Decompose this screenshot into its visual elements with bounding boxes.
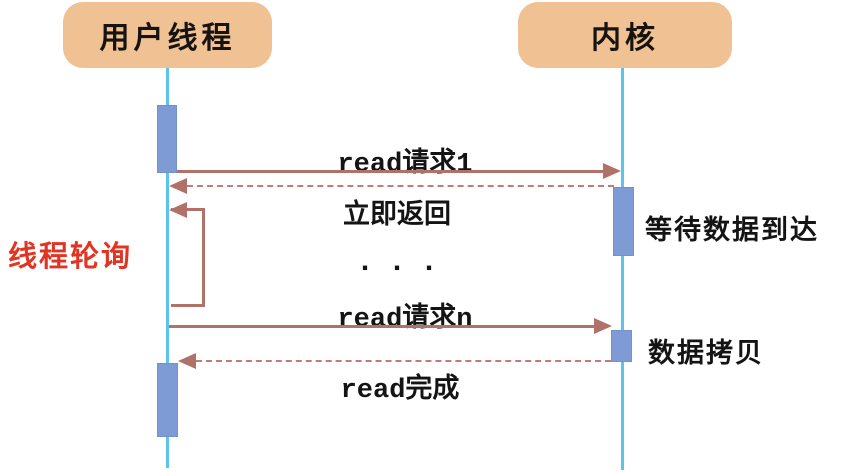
activation-kernel-wait (613, 187, 634, 256)
message-label-ellipsis: ... (356, 246, 453, 280)
activation-user-request (157, 105, 177, 173)
message-line-immediate-return (187, 185, 614, 187)
annotation-data-copy: 数据拷贝 (648, 338, 764, 368)
annotation-thread-polling: 线程轮询 (8, 241, 133, 273)
arrowhead-left-icon (178, 353, 196, 369)
activation-user-complete (157, 363, 178, 437)
lifeline-user-thread (166, 66, 169, 468)
message-line-read-request-n (169, 325, 595, 328)
message-line-read-request-1 (177, 170, 604, 173)
annotation-wait-data-arrival: 等待数据到达 (645, 215, 819, 245)
message-line-read-complete (196, 360, 611, 362)
actor-kernel-label: 内核 (591, 22, 659, 55)
arrowhead-left-icon (169, 178, 187, 194)
message-label-read-complete: read完成 (340, 376, 460, 406)
arrowhead-left-icon (169, 202, 187, 218)
message-label-read-request-n: read请求n (337, 305, 473, 335)
activation-kernel-copy (611, 330, 632, 362)
lifeline-kernel (621, 66, 624, 470)
actor-kernel: 内核 (518, 2, 732, 68)
polling-loop-bracket (171, 208, 205, 307)
actor-user-thread-label: 用户线程 (99, 22, 236, 55)
arrowhead-right-icon (594, 318, 612, 334)
actor-user-thread: 用户线程 (63, 2, 272, 68)
arrowhead-right-icon (603, 163, 621, 179)
message-label-immediate-return: 立即返回 (343, 202, 451, 232)
message-label-read-request-1: read请求1 (337, 150, 473, 180)
